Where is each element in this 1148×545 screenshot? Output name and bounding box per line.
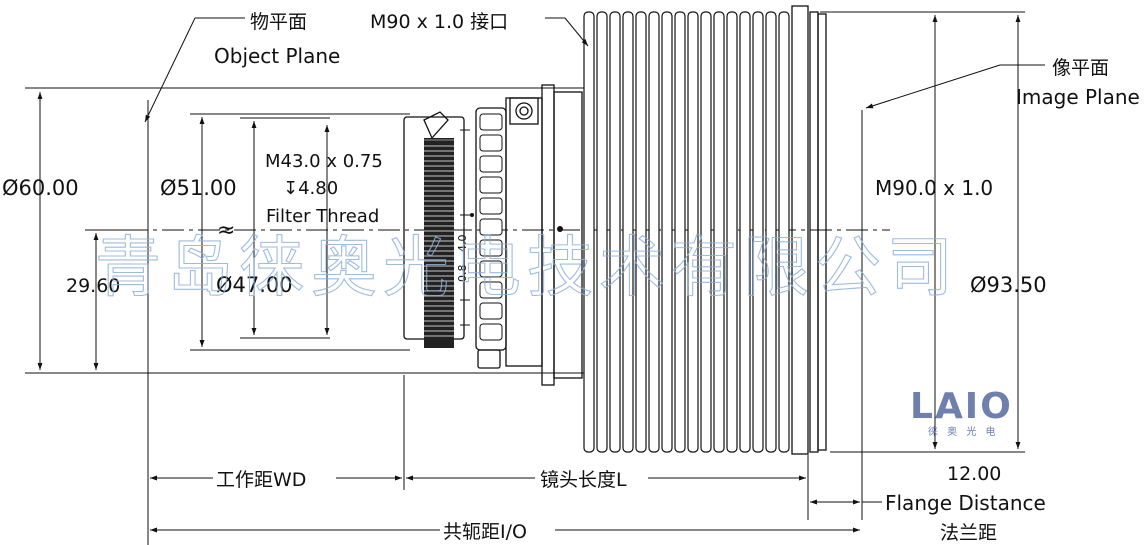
fin xyxy=(687,11,699,453)
dimension-flange-distance: 12.00 Flange Distance 法兰距 xyxy=(810,463,1046,544)
svg-text:法兰距: 法兰距 xyxy=(940,522,997,544)
svg-text:0.8: 0.8 xyxy=(456,265,469,283)
svg-text:Flange Distance: Flange Distance xyxy=(885,491,1046,515)
fin xyxy=(726,11,738,453)
dimension-body-diameter: Ø93.50 xyxy=(970,15,1047,449)
fin xyxy=(635,11,647,453)
logo-wordmark: LAIO xyxy=(910,386,1013,427)
focus-block xyxy=(479,134,503,152)
image-plane-en: Image Plane xyxy=(1016,85,1140,109)
mount-thread-callout: M90 x 1.0 接口 xyxy=(370,11,589,47)
dimension-filter-thread: M43.0 x 0.75 ↧4.80 Filter Thread xyxy=(265,125,383,335)
focus-block xyxy=(479,239,503,257)
logo-subtitle: 徕 奥 光 电 xyxy=(928,425,999,438)
svg-text:M43.0 x 0.75: M43.0 x 0.75 xyxy=(265,151,383,172)
svg-text:Filter Thread: Filter Thread xyxy=(266,206,379,227)
svg-text:镜头长度L: 镜头长度L xyxy=(540,469,627,491)
svg-text:Ø60.00: Ø60.00 xyxy=(2,176,79,200)
svg-text:4.0: 4.0 xyxy=(456,235,469,253)
dimension-conjugate-distance: 共轭距I/O xyxy=(150,521,860,543)
fin xyxy=(700,11,712,453)
focus-block xyxy=(479,218,503,236)
dimension-inner-diameter: Ø47.00 xyxy=(216,121,293,335)
dimension-lens-length: 镜头长度L xyxy=(406,469,806,491)
svg-text:Ø51.00: Ø51.00 xyxy=(160,176,237,200)
focus-block xyxy=(479,197,503,215)
fin xyxy=(778,11,790,453)
image-plane-cn: 像平面 xyxy=(1052,57,1109,79)
object-plane-callout: 物平面 Object Plane xyxy=(144,11,340,123)
focus-scale: 4.0 0.8 xyxy=(456,235,469,283)
fin xyxy=(739,11,751,453)
dimension-offset: 29.60 xyxy=(66,233,120,370)
dimension-working-distance: 工作距WD xyxy=(150,469,402,491)
focus-block xyxy=(479,113,503,131)
focus-block xyxy=(479,260,503,278)
extension-lines xyxy=(25,11,1025,545)
svg-text:M90.0 x 1.0: M90.0 x 1.0 xyxy=(875,176,993,200)
object-plane-en: Object Plane xyxy=(214,44,340,68)
svg-text:Ø93.50: Ø93.50 xyxy=(970,273,1047,297)
fin xyxy=(661,11,673,453)
fin xyxy=(765,11,777,453)
cooling-fins xyxy=(583,11,790,453)
fin xyxy=(648,11,660,453)
object-plane-cn: 物平面 xyxy=(250,11,307,33)
svg-text:工作距WD: 工作距WD xyxy=(216,469,306,491)
watermark-text: 青岛徕奥光电技术有限公司 xyxy=(95,229,959,306)
fin xyxy=(609,11,621,453)
knurl xyxy=(424,145,454,337)
image-plane-callout: 像平面 Image Plane xyxy=(865,57,1140,109)
dimension-outer-diameter: Ø60.00 xyxy=(2,92,79,370)
focus-block xyxy=(479,155,503,173)
focus-block xyxy=(479,323,503,341)
focus-block xyxy=(479,281,503,299)
fin xyxy=(583,11,595,453)
fin xyxy=(674,11,686,453)
dimension-rear-thread: M90.0 x 1.0 xyxy=(875,15,993,449)
svg-text:12.00: 12.00 xyxy=(947,463,1001,485)
svg-text:29.60: 29.60 xyxy=(66,275,120,297)
focus-block xyxy=(479,176,503,194)
lens-body: 4.0 0.8 xyxy=(403,5,827,455)
laio-logo: LAIO 徕 奥 光 电 xyxy=(910,386,1013,438)
dimension-front-diameter: Ø51.00 ≈ xyxy=(160,117,237,347)
fin xyxy=(713,11,725,453)
svg-text:Ø47.00: Ø47.00 xyxy=(216,273,293,297)
mount-thread-label: M90 x 1.0 接口 xyxy=(370,11,508,33)
focus-ring-blocks xyxy=(479,113,503,341)
svg-text:↧4.80: ↧4.80 xyxy=(283,178,338,199)
svg-text:≈: ≈ xyxy=(217,218,235,243)
fin xyxy=(596,11,608,453)
fin xyxy=(622,11,634,453)
focus-block xyxy=(479,302,503,320)
svg-text:共轭距I/O: 共轭距I/O xyxy=(443,521,527,543)
fin xyxy=(752,11,764,453)
